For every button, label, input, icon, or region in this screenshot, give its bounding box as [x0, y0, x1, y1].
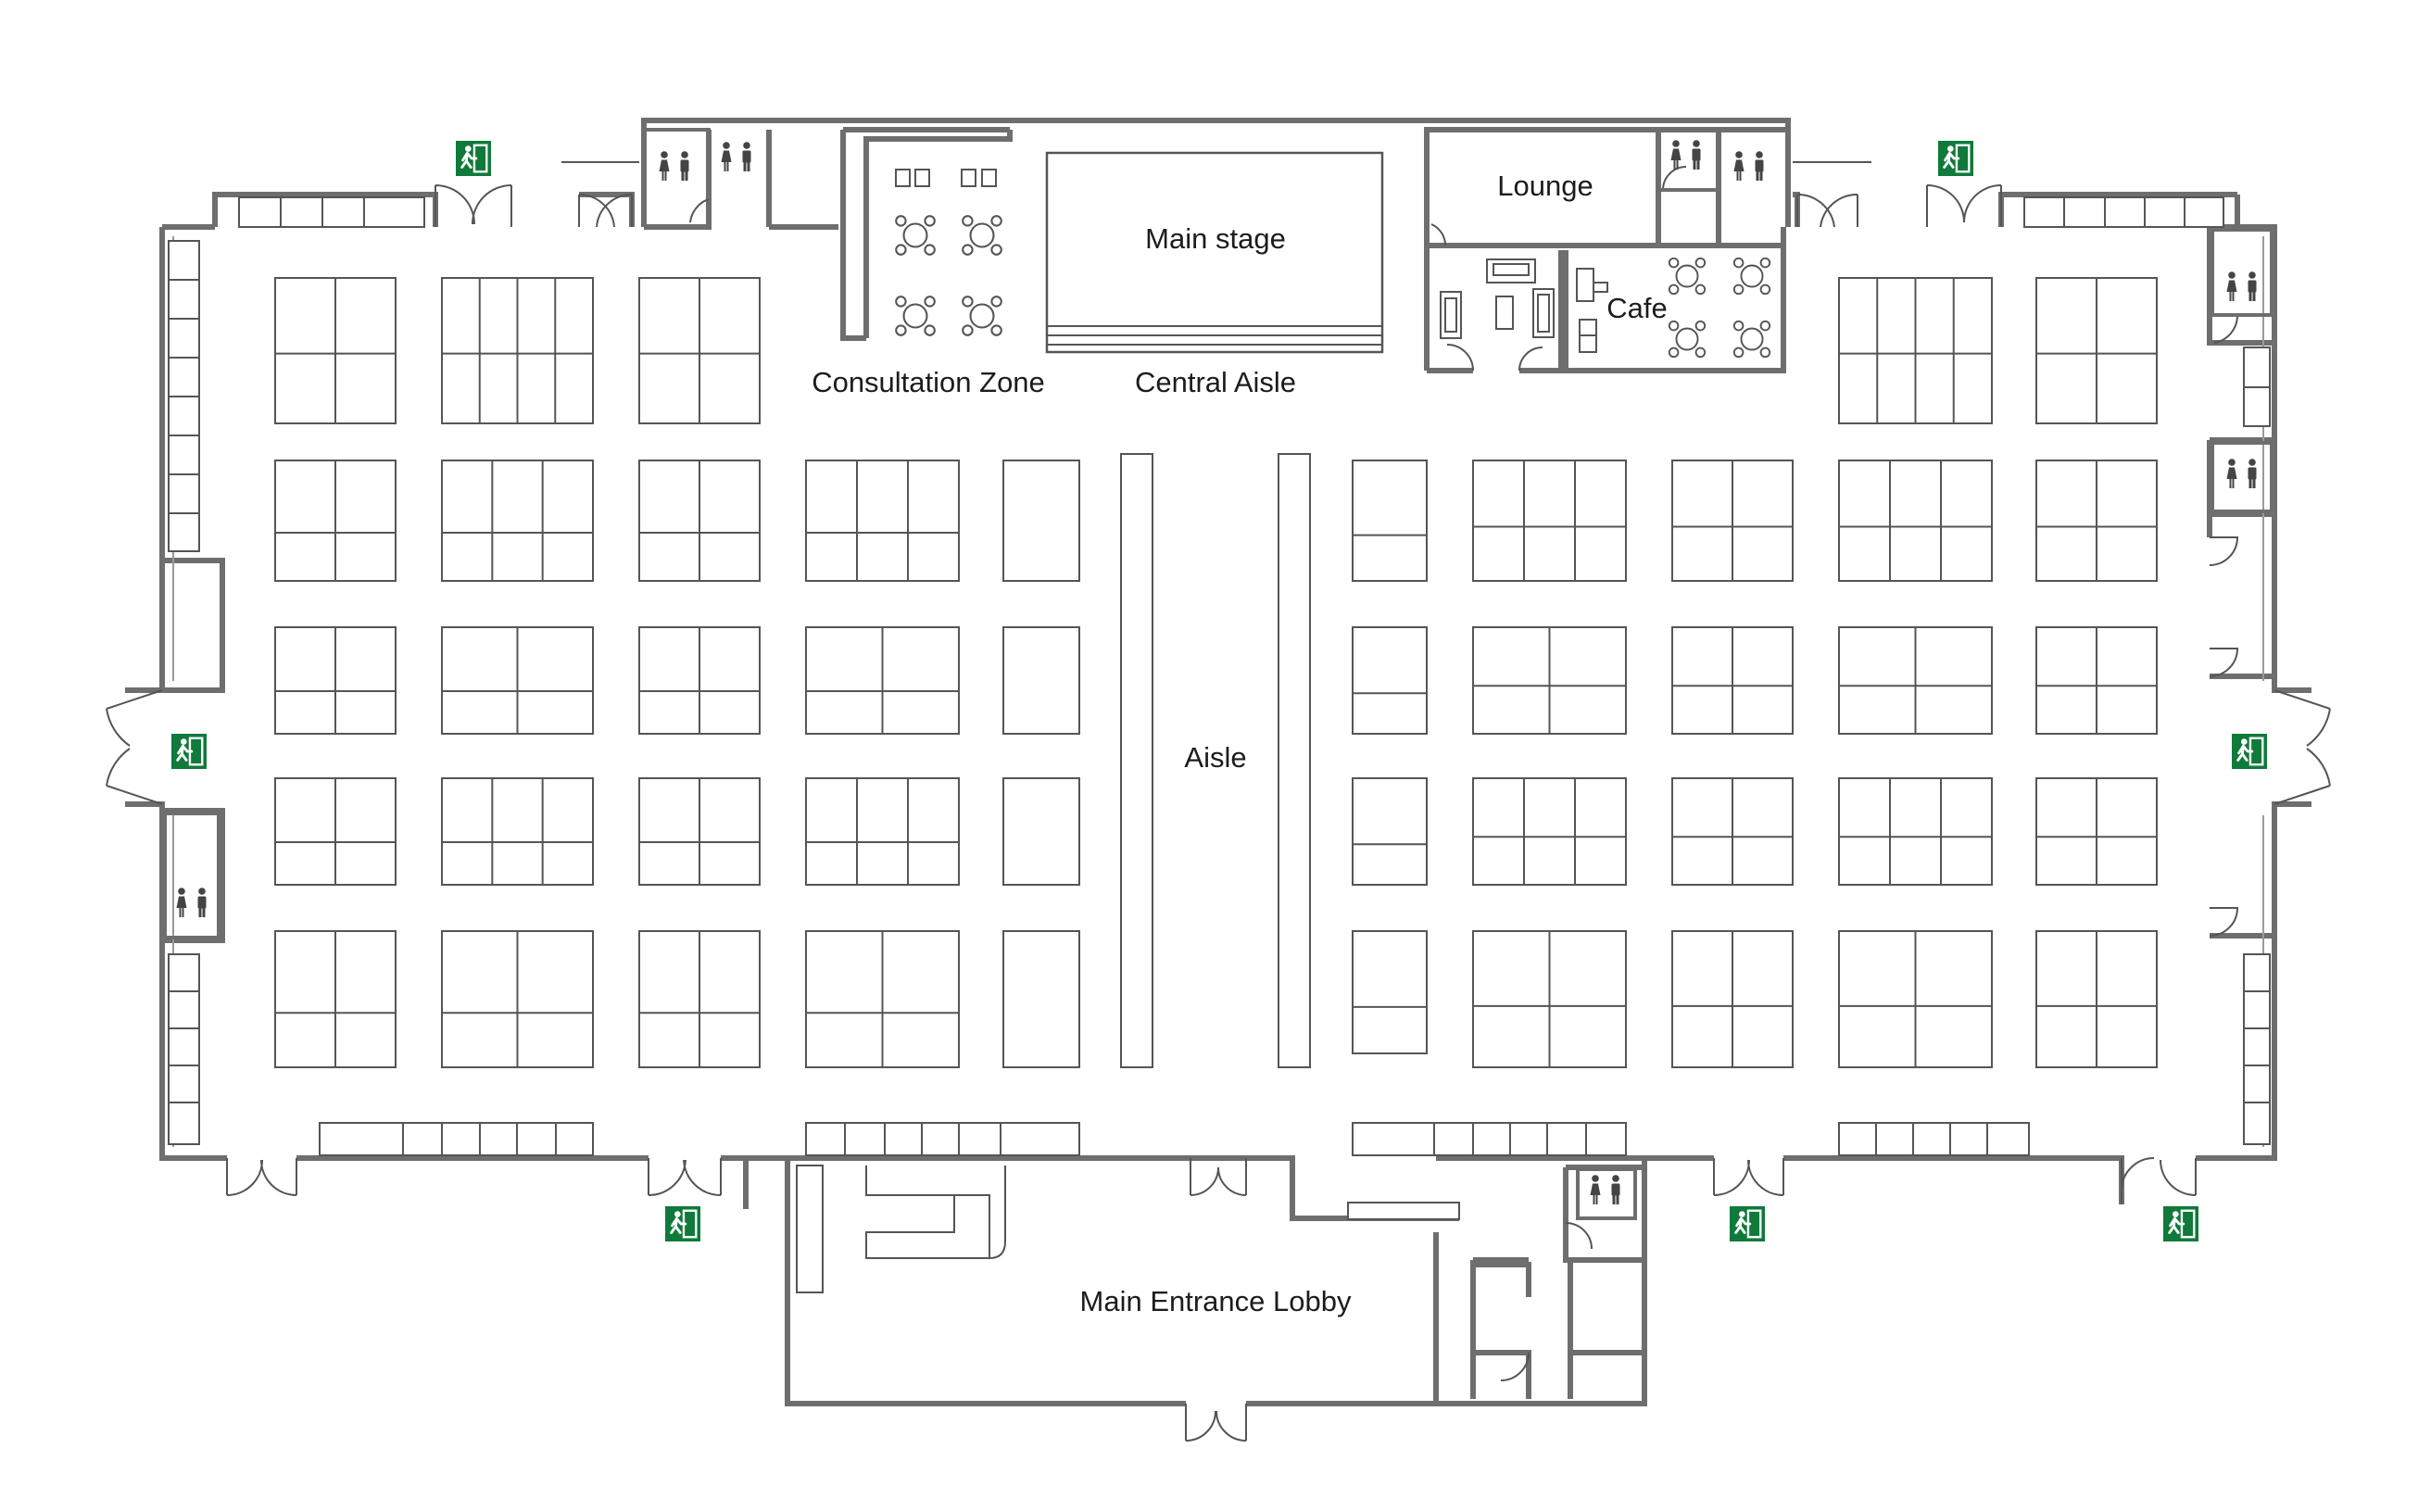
table-icon [962, 215, 1002, 256]
booth-grid [274, 277, 2158, 1068]
consultation-zone-label: Consultation Zone [812, 366, 1045, 398]
table-icon [962, 296, 1002, 336]
booth [1352, 777, 1428, 886]
cafe-label: Cafe [1606, 292, 1667, 324]
main-stage [1045, 151, 1384, 354]
lounge-furniture [1440, 258, 1608, 353]
restroom-icon [2226, 271, 2257, 301]
emergency-exit-sign-icon [171, 734, 207, 769]
emergency-exit-sign-icon [2232, 734, 2267, 769]
booth [1002, 460, 1080, 582]
outer-walls [125, 118, 2311, 1406]
booth [1352, 460, 1428, 582]
cafe-table-icon [1732, 320, 1771, 359]
wall-counters [168, 196, 2271, 1293]
cafe-table-icon [1668, 320, 1707, 359]
booth [1002, 777, 1080, 886]
cafe-table-icon [1732, 257, 1771, 296]
table-icon [895, 215, 936, 256]
central-aisle-label: Central Aisle [1135, 366, 1296, 398]
emergency-exit-sign-icon [1938, 141, 1973, 176]
booth [1002, 626, 1080, 735]
cafe-table-icon [1668, 257, 1707, 296]
booth [1472, 460, 1627, 582]
booth [1838, 460, 1993, 582]
booth [1002, 930, 1080, 1068]
main-entrance-lobby-label: Main Entrance Lobby [1080, 1285, 1352, 1317]
restroom-icon [1670, 140, 1701, 170]
lounge-label: Lounge [1497, 170, 1593, 202]
restroom-icon [176, 888, 207, 917]
main-stage-label: Main stage [1145, 222, 1286, 255]
emergency-exit-sign-icon [456, 141, 491, 176]
emergency-exit-sign-icon [665, 1206, 700, 1241]
booth [1838, 777, 1993, 886]
booth [1352, 930, 1428, 1054]
aisle-label: Aisle [1184, 741, 1246, 774]
booth [805, 777, 960, 886]
emergency-exit-sign-icon [1730, 1206, 1765, 1241]
table-icon [895, 296, 936, 336]
doors [106, 161, 2331, 1442]
booth [441, 777, 594, 886]
booth [441, 460, 594, 582]
restroom-icon [721, 142, 751, 171]
restroom-walls [163, 128, 2274, 1220]
restroom-icon [1590, 1175, 1620, 1204]
booth [805, 460, 960, 582]
restroom-icon [2226, 459, 2257, 488]
restroom-icon [659, 151, 689, 181]
restroom-icon [1733, 151, 1764, 181]
emergency-exit-sign-icon [2163, 1206, 2198, 1241]
booth [1472, 777, 1627, 886]
aisle-dividers [1120, 453, 1311, 1068]
booth [1352, 626, 1428, 735]
consultation-zone [895, 169, 997, 187]
